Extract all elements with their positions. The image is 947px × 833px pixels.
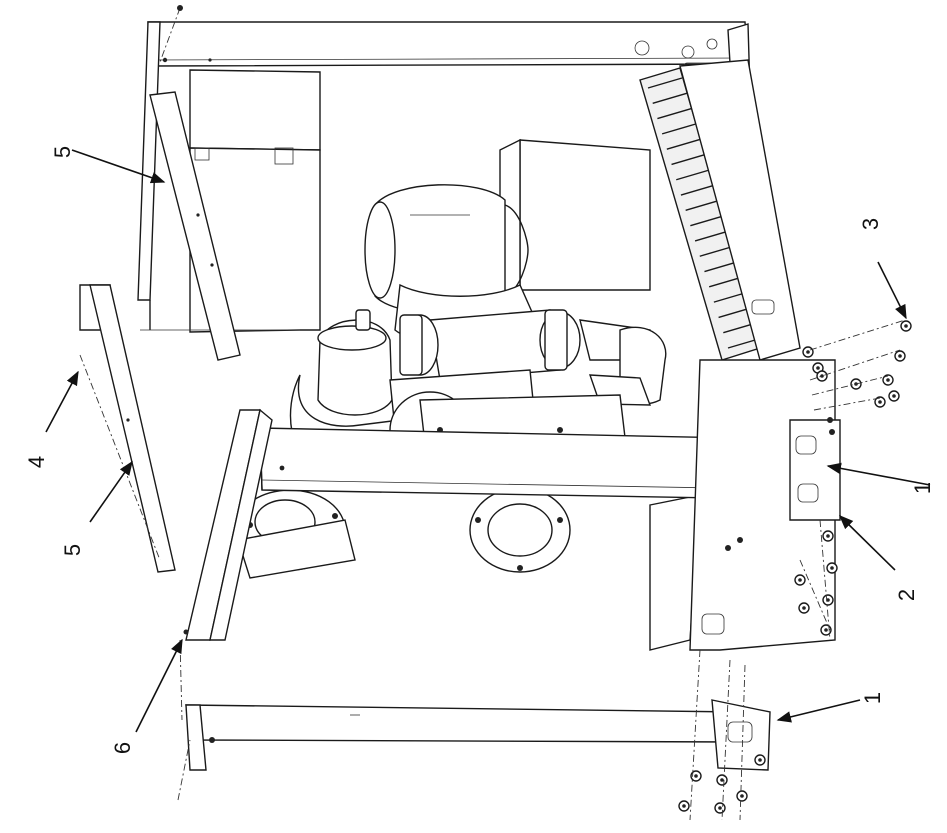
callout-1a: 1 <box>910 482 935 494</box>
callout-2-group: 2 <box>838 514 919 601</box>
nut-hole <box>758 758 762 762</box>
callout-5a-group: 5 <box>50 146 166 184</box>
callout-3: 3 <box>858 218 883 230</box>
fin-line <box>694 230 730 242</box>
callout-1a-group: 1 <box>826 462 935 494</box>
outlet-flange <box>469 487 571 573</box>
nut-hole <box>720 778 724 782</box>
bottom-rail <box>185 704 739 771</box>
fin-line <box>685 199 720 212</box>
callout-6: 6 <box>110 742 135 754</box>
fin-line <box>652 92 687 104</box>
inlet-flange <box>234 489 356 579</box>
nut-hole <box>878 400 882 404</box>
nut-hole <box>798 578 802 582</box>
fin-line <box>671 153 706 166</box>
callout-4: 4 <box>24 456 49 468</box>
nut-hole <box>718 806 722 810</box>
fin-line <box>680 184 716 196</box>
strap-upper <box>149 91 241 361</box>
fin-line <box>666 138 702 150</box>
assembly-lines <box>79 319 906 821</box>
nut-hole <box>820 374 824 378</box>
fin-line <box>657 107 692 120</box>
callout-5a: 5 <box>50 146 75 158</box>
fin-line <box>704 260 739 273</box>
bottom-plate <box>711 699 771 771</box>
front-channel <box>183 408 273 641</box>
nut-hole <box>898 354 902 358</box>
callout-2: 2 <box>894 589 919 601</box>
nut-hole <box>682 804 686 808</box>
fastener-hardware <box>678 320 912 814</box>
pipe-assembly <box>399 309 667 406</box>
nut-hole <box>904 324 908 328</box>
nut-hole <box>824 628 828 632</box>
strap-lower <box>89 284 176 573</box>
fin-panel <box>639 67 763 651</box>
callout-6-group: 6 <box>110 638 183 754</box>
nut-hole <box>886 378 890 382</box>
top-screw <box>159 5 183 63</box>
nut-hole <box>892 394 896 398</box>
nut-hole <box>694 774 698 778</box>
callout-1b: 1 <box>860 692 885 704</box>
nut-hole <box>830 566 834 570</box>
fin-line <box>676 169 711 181</box>
nut-hole <box>802 606 806 610</box>
nut-hole <box>816 366 820 370</box>
nut-hole <box>806 350 810 354</box>
fin-line <box>661 123 697 135</box>
callout-5b: 5 <box>60 544 85 556</box>
callout-1b-group: 1 <box>776 692 885 723</box>
fin-line <box>699 245 734 257</box>
right-mount-plate <box>689 359 841 651</box>
nut-hole <box>826 534 830 538</box>
fin-line <box>647 77 683 89</box>
callout-5b-group: 5 <box>60 460 133 556</box>
fin-line <box>690 214 725 227</box>
callout-4-group: 4 <box>24 370 79 468</box>
callout-3-group: 3 <box>858 218 907 320</box>
